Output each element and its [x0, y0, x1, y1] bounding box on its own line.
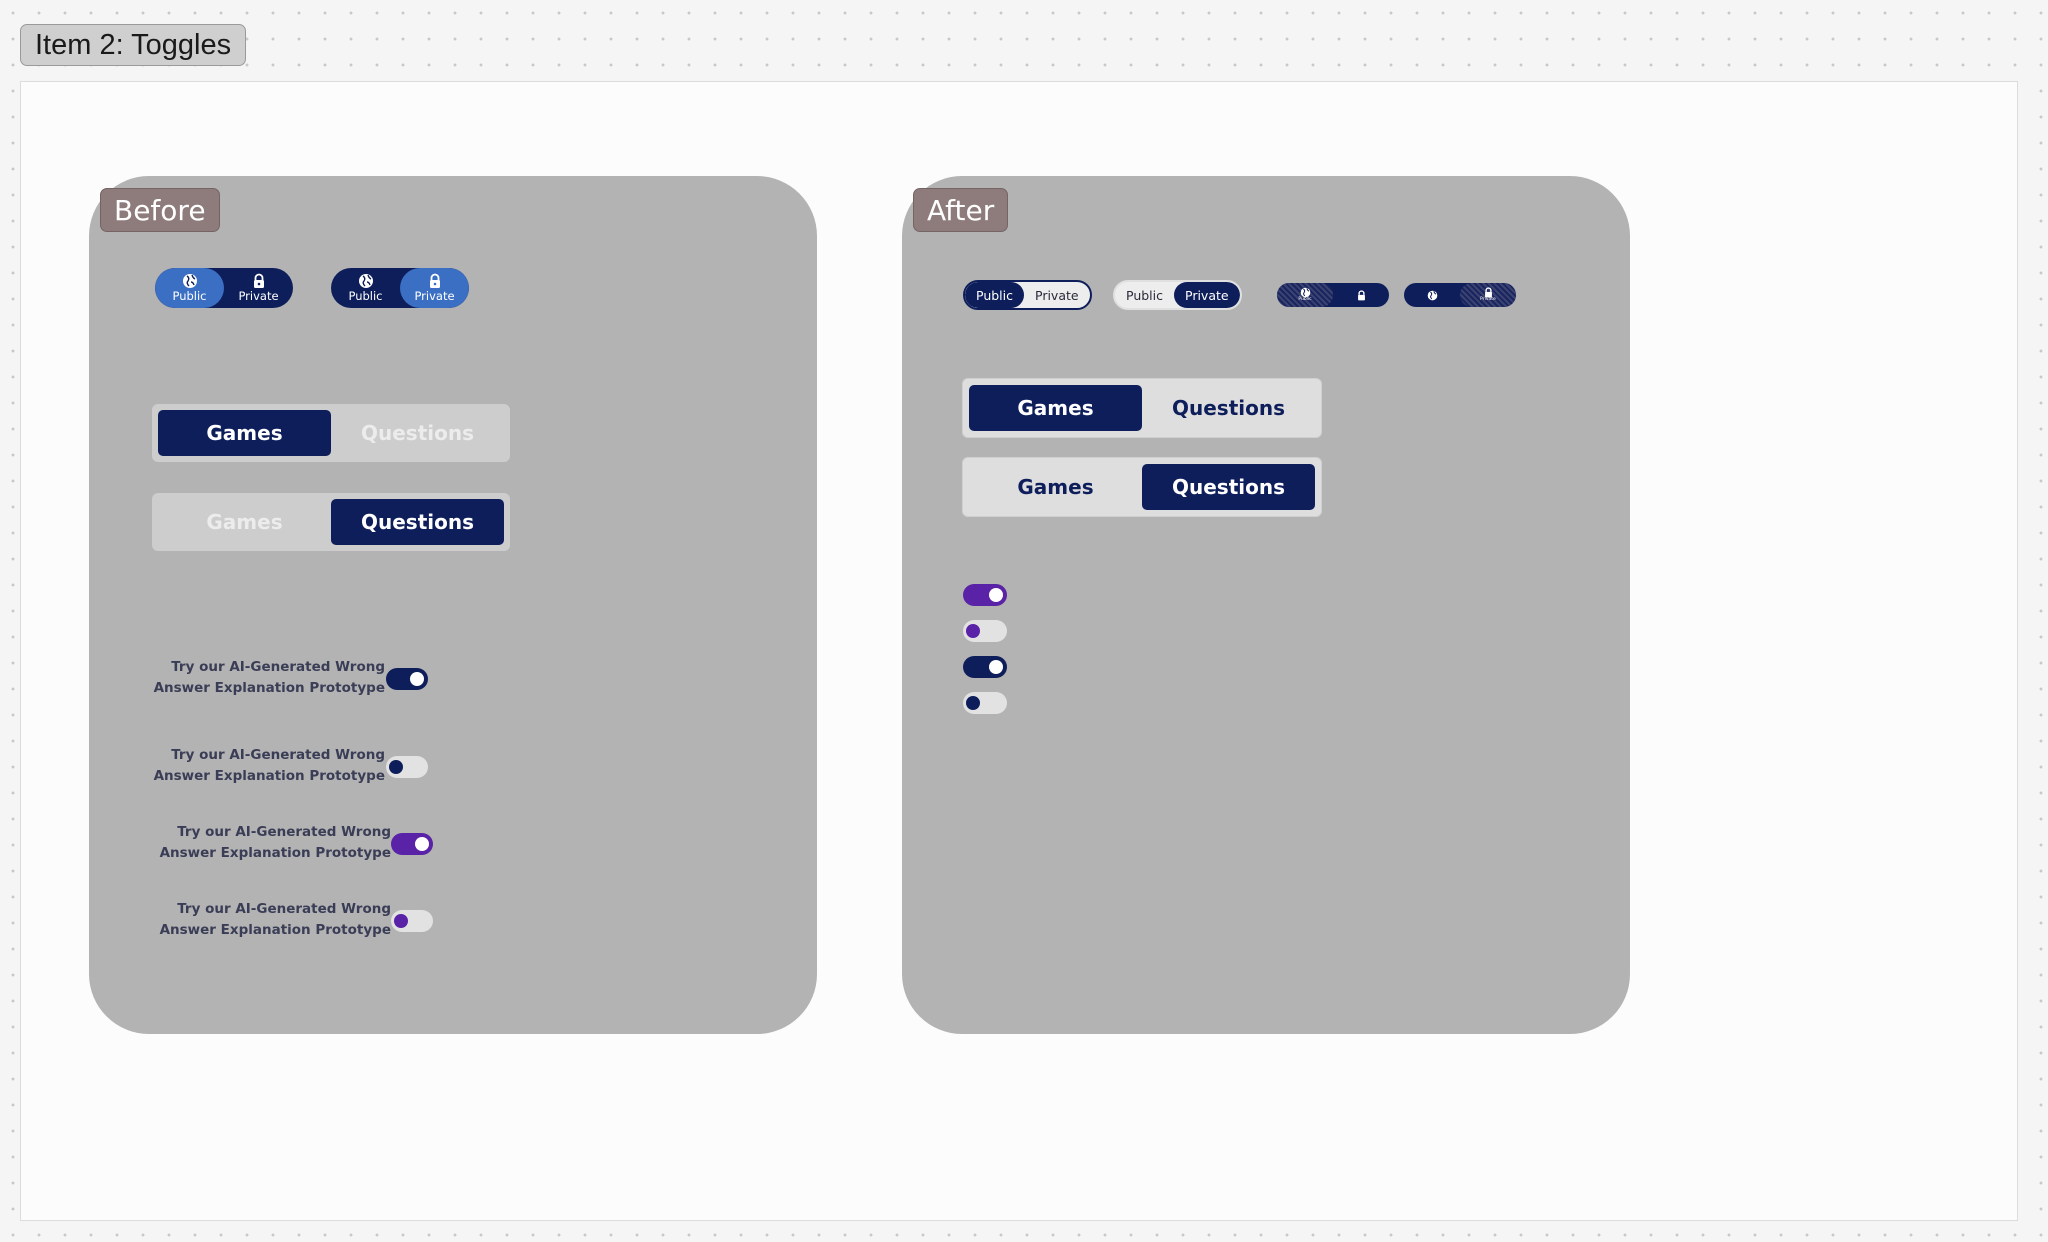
visibility-toggle[interactable]: Public Private: [1113, 280, 1242, 310]
before-card: Before Public Private Public: [89, 176, 817, 1034]
globe-icon: [358, 273, 373, 288]
private-option[interactable]: Private: [1035, 287, 1079, 303]
games-questions-toggle[interactable]: Games Questions: [962, 457, 1322, 517]
globe-icon: [1300, 287, 1310, 298]
public-option[interactable]: Public: [155, 268, 224, 308]
switch-knob: [415, 837, 429, 851]
switch-knob: [966, 696, 980, 710]
private-option[interactable]: Private: [224, 268, 293, 308]
questions-option[interactable]: Questions: [1171, 396, 1285, 420]
public-option[interactable]: [1404, 283, 1460, 307]
page-title: Item 2: Toggles: [35, 28, 232, 61]
lock-icon: [1357, 289, 1365, 300]
games-questions-toggle[interactable]: Games Questions: [152, 493, 510, 551]
visibility-toggle[interactable]: Public Private: [331, 268, 469, 308]
globe-icon: [182, 273, 197, 288]
ai-explanation-switch[interactable]: [391, 833, 433, 855]
private-option[interactable]: Private: [1460, 283, 1516, 307]
public-label: Public: [348, 288, 383, 303]
visibility-toggle[interactable]: Public Private: [963, 280, 1092, 310]
games-questions-toggle[interactable]: Games Questions: [152, 404, 510, 462]
switch-knob: [410, 672, 424, 686]
after-label: After: [927, 193, 995, 227]
public-option[interactable]: Public: [1277, 283, 1333, 307]
questions-option[interactable]: Questions: [331, 499, 504, 545]
ai-explanation-label: Try our AI-Generated Wrong Answer Explan…: [154, 657, 385, 699]
label-line: Try our AI-Generated Wrong: [171, 659, 385, 675]
games-option[interactable]: Games: [206, 510, 283, 534]
private-label: Private: [1480, 297, 1496, 303]
public-label: Public: [172, 288, 207, 303]
after-card: After Public Private Public Private Publ…: [902, 176, 1630, 1034]
games-option[interactable]: Games: [158, 410, 331, 456]
switch-knob: [989, 588, 1003, 602]
label-line: Try our AI-Generated Wrong: [177, 824, 391, 840]
public-option[interactable]: Public: [1126, 287, 1163, 303]
games-option[interactable]: Games: [969, 385, 1142, 431]
games-questions-toggle[interactable]: Games Questions: [962, 378, 1322, 438]
ai-explanation-switch[interactable]: [391, 910, 433, 932]
feature-switch[interactable]: [963, 656, 1007, 678]
label-line: Try our AI-Generated Wrong: [171, 747, 385, 763]
lock-icon: [253, 273, 264, 288]
label-line: Answer Explanation Prototype: [159, 922, 391, 938]
public-label: Public: [1298, 297, 1312, 303]
questions-option[interactable]: Questions: [1142, 464, 1315, 510]
ai-explanation-switch[interactable]: [386, 756, 428, 778]
questions-option[interactable]: Questions: [360, 421, 474, 445]
label-line: Try our AI-Generated Wrong: [177, 901, 391, 917]
page-title-tag: Item 2: Toggles: [20, 24, 247, 66]
globe-icon: [1427, 290, 1437, 300]
switch-knob: [966, 624, 980, 638]
before-label: Before: [114, 193, 206, 227]
label-line: Answer Explanation Prototype: [153, 680, 385, 696]
private-label: Private: [414, 288, 455, 303]
feature-switch[interactable]: [963, 620, 1007, 642]
visibility-toggle[interactable]: Public Private: [155, 268, 293, 308]
switch-knob: [989, 660, 1003, 674]
feature-switch[interactable]: [963, 584, 1007, 606]
after-label-tag: After: [913, 188, 1009, 232]
label-line: Answer Explanation Prototype: [153, 768, 385, 784]
ai-explanation-switch[interactable]: [386, 668, 428, 690]
public-option[interactable]: Public: [331, 268, 400, 308]
lock-icon: [429, 273, 440, 288]
ai-explanation-label: Try our AI-Generated Wrong Answer Explan…: [154, 745, 385, 787]
public-option[interactable]: Public: [965, 282, 1024, 308]
switch-knob: [389, 760, 403, 774]
private-option[interactable]: [1333, 283, 1389, 307]
lock-icon: [1484, 287, 1492, 298]
private-label: Private: [238, 288, 279, 303]
ai-explanation-label: Try our AI-Generated Wrong Answer Explan…: [160, 899, 391, 941]
games-option[interactable]: Games: [1017, 475, 1094, 499]
visibility-toggle[interactable]: Private: [1404, 283, 1516, 307]
visibility-toggle[interactable]: Public: [1277, 283, 1389, 307]
feature-switch[interactable]: [963, 692, 1007, 714]
private-option[interactable]: Private: [400, 268, 469, 308]
label-line: Answer Explanation Prototype: [159, 845, 391, 861]
ai-explanation-label: Try our AI-Generated Wrong Answer Explan…: [160, 822, 391, 864]
before-label-tag: Before: [100, 188, 220, 232]
switch-knob: [394, 914, 408, 928]
private-option[interactable]: Private: [1174, 282, 1240, 308]
